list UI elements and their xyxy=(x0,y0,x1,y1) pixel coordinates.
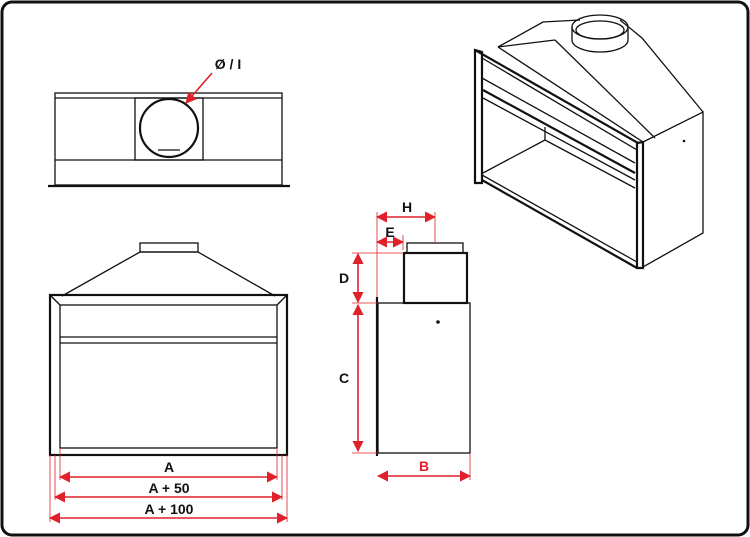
dim-d-label: D xyxy=(339,270,349,286)
dim-h-label: H xyxy=(402,199,412,215)
dim-a50-label: A + 50 xyxy=(148,480,189,496)
isometric-view xyxy=(473,14,704,270)
dim-a100-label: A + 100 xyxy=(145,501,194,517)
diameter-arrow xyxy=(185,72,213,104)
flue-collar-circle xyxy=(138,97,200,159)
top-view: Ø / I xyxy=(48,56,290,188)
dim-a-label: A xyxy=(164,459,174,475)
dim-c-label: C xyxy=(339,370,349,386)
dim-e-label: E xyxy=(385,224,394,240)
dim-b-label: B xyxy=(419,458,429,474)
diameter-label: Ø / I xyxy=(215,56,241,72)
front-view: A A + 50 A + 100 xyxy=(48,242,289,524)
screw-dot xyxy=(436,320,440,324)
side-view: H E D C B xyxy=(339,199,472,482)
